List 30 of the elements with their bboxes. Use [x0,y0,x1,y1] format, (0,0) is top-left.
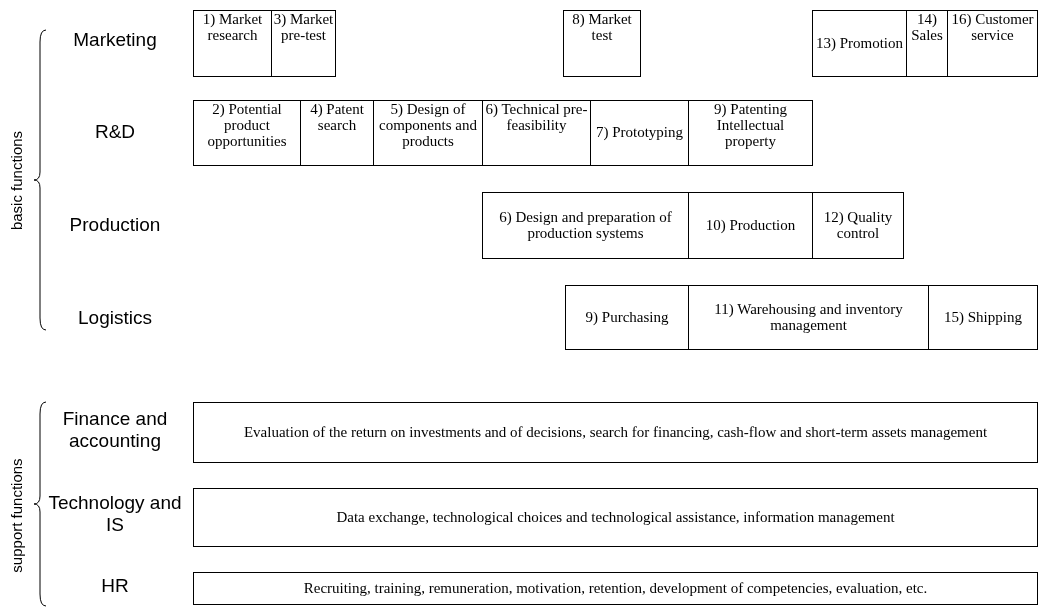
function-box: 4) Patent search [300,100,374,166]
function-box: 12) Quality control [812,192,904,259]
function-box: 10) Production [688,192,813,259]
function-box: 9) Patenting Intellectual property [688,100,813,166]
function-box: 11) Warehousing and inventory management [688,285,929,350]
function-box: 13) Promotion [812,10,907,77]
function-box: 15) Shipping [928,285,1038,350]
function-box: 14) Sales [906,10,948,77]
row-label: Production [68,214,162,236]
function-box: Recruiting, training, remuneration, motivation, retention, development of competencies, evaluation, etc. [193,572,1038,605]
function-box: 1) Market research [193,10,272,77]
function-box: 8) Market test [563,10,641,77]
function-box: 6) Technical pre-feasibility [482,100,591,166]
function-box: 16) Customer service [947,10,1038,77]
row-label: Technology and IS [47,492,183,536]
row-label: HR [100,575,130,597]
function-box: 2) Potential product opportunities [193,100,301,166]
group-label: support functions [7,457,25,573]
row-label: R&D [93,121,137,143]
row-label: Finance and accounting [61,408,169,452]
row-label: Logistics [77,307,153,329]
group-label: basic functions [7,130,25,230]
function-box: 9) Purchasing [565,285,689,350]
function-box: Data exchange, technological choices and technological assistance, information management [193,488,1038,547]
function-box: Evaluation of the return on investments and of decisions, search for financing, cash-flow and short-term assets management [193,402,1038,463]
row-label: Marketing [72,29,158,51]
function-box: 7) Prototyping [590,100,689,166]
function-box: 5) Design of components and products [373,100,483,166]
function-box: 3) Market pre-test [271,10,336,77]
function-box: 6) Design and preparation of production systems [482,192,689,259]
